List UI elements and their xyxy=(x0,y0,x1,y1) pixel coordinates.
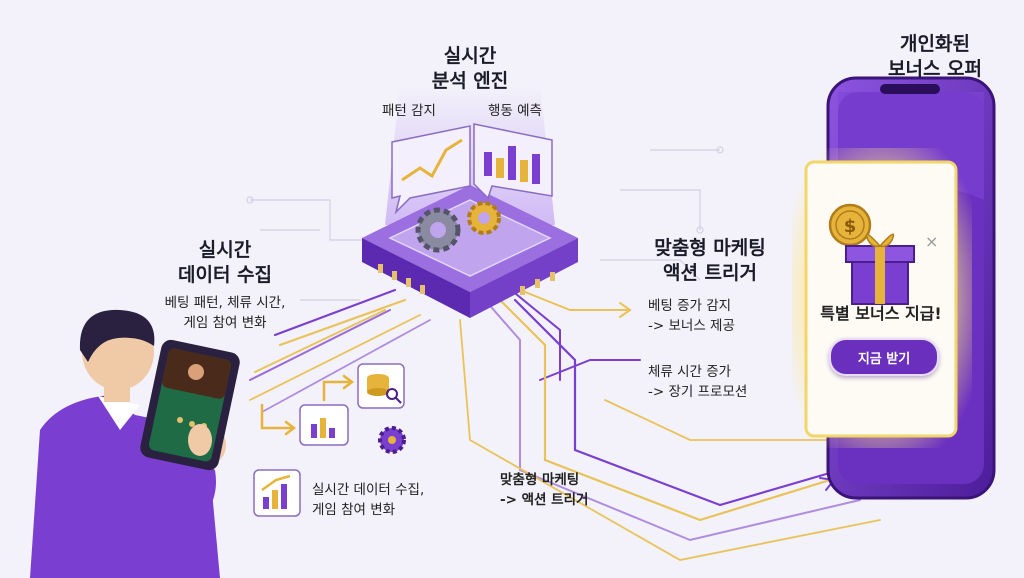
gear-icon xyxy=(415,207,461,253)
collection-desc: 베팅 패턴, 체류 시간, 게임 참여 변화 xyxy=(130,293,320,333)
engine-title-line1: 실시간 xyxy=(443,45,497,67)
behavior-label: 행동 예측 xyxy=(488,103,542,119)
bottom-marketing-line1: 맞춤형 마케팅 xyxy=(500,472,580,488)
trigger-title: 맞춤형 마케팅 액션 트리거 xyxy=(630,236,790,286)
circuit-traces xyxy=(246,146,724,301)
trigger-rule2-line2: -> 장기 프로모션 xyxy=(648,384,748,400)
gold-gear-icon xyxy=(467,201,501,235)
collection-title: 실시간 데이터 수집 xyxy=(140,238,310,288)
popup-title: 특별 보너스 지급! xyxy=(820,304,942,323)
collection-title-line2: 데이터 수집 xyxy=(177,264,272,286)
growth-chart-icon xyxy=(253,469,301,517)
close-icon[interactable]: × xyxy=(925,232,939,251)
pattern-label: 패턴 감지 xyxy=(382,103,436,119)
engine-title: 실시간 분석 엔진 xyxy=(405,44,535,94)
trigger-title-line2: 액션 트리거 xyxy=(662,262,757,284)
settings-gear-icon xyxy=(378,426,406,454)
engine-title-line2: 분석 엔진 xyxy=(431,70,509,92)
collection-desc-line2: 게임 참여 변화 xyxy=(183,315,267,331)
trigger-rule1-line1: 베팅 증가 감지 xyxy=(648,298,732,314)
collection-title-line1: 실시간 xyxy=(198,239,252,261)
offer-heading-line2: 보너스 오퍼 xyxy=(887,58,982,80)
offer-heading: 개인화된 보너스 오퍼 xyxy=(860,32,1010,82)
bottom-marketing-line2: -> 액션 트리거 xyxy=(500,492,589,508)
bar-chart-icon xyxy=(299,404,349,446)
collection-desc-line1: 베팅 패턴, 체류 시간, xyxy=(164,295,286,311)
svg-text:$: $ xyxy=(844,216,857,237)
flow-arrows xyxy=(260,374,355,436)
pattern-chart-card xyxy=(391,125,471,215)
hand xyxy=(188,424,212,456)
trigger-rule1: 베팅 증가 감지 -> 보너스 제공 xyxy=(648,296,735,336)
bottom-collection-line1: 실시간 데이터 수집, xyxy=(312,482,425,498)
offer-heading-line1: 개인화된 xyxy=(900,33,970,55)
trigger-rule2: 체류 시간 증가 -> 장기 프로모션 xyxy=(648,362,747,402)
casino-phone xyxy=(140,339,240,471)
behavior-chart-card xyxy=(473,123,553,200)
trigger-rule1-line2: -> 보너스 제공 xyxy=(648,318,735,334)
flow-lines xyxy=(249,284,881,561)
bottom-collection-text: 실시간 데이터 수집, 게임 참여 변화 xyxy=(312,480,424,520)
bottom-marketing-text: 맞춤형 마케팅 -> 액션 트리거 xyxy=(500,470,588,510)
trigger-title-line1: 맞춤형 마케팅 xyxy=(654,237,766,259)
database-search-icon xyxy=(357,363,405,409)
trigger-rule2-line1: 체류 시간 증가 xyxy=(648,364,732,380)
coin-icon: $ xyxy=(828,203,872,247)
bottom-collection-line2: 게임 참여 변화 xyxy=(312,502,396,518)
gift-box-icon xyxy=(845,233,915,305)
claim-now-button[interactable]: 지금 받기 xyxy=(829,338,939,376)
